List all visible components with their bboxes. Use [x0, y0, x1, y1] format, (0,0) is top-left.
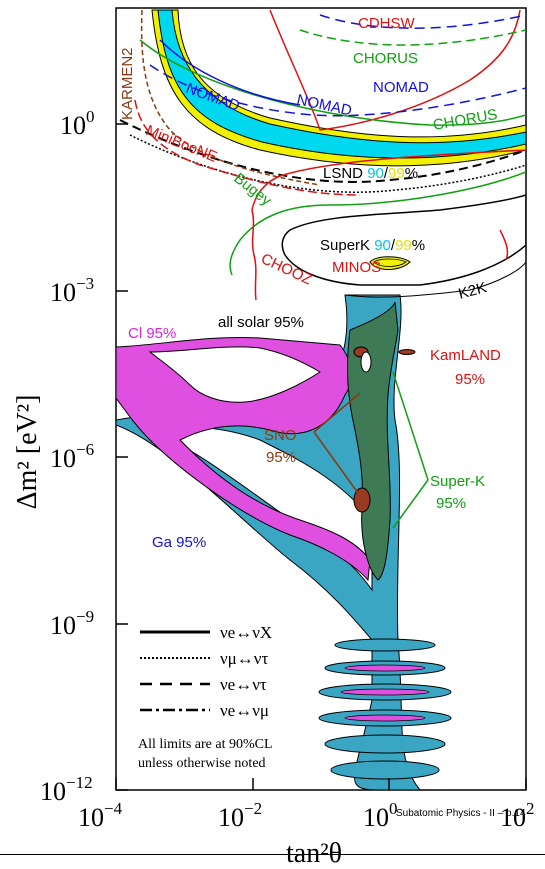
contour-miniboone [134, 99, 361, 196]
y-ticks [116, 123, 128, 791]
contour-superk [281, 194, 526, 286]
label-superk-solar-cl: 95% [436, 495, 466, 512]
contour-k2k [344, 261, 526, 298]
label-superk-solar: Super-K [430, 473, 485, 490]
y-tick-label: 10−6 [50, 440, 94, 473]
contour-black-dashed [119, 119, 526, 183]
region-kamland-2 [398, 349, 416, 355]
arrow-sno-2 [313, 431, 359, 494]
contour-nomad-3 [159, 39, 301, 106]
label-sno-cl: 95% [266, 449, 296, 466]
label-kamland-cl: 95% [455, 371, 485, 388]
slide-footer: Subatomic Physics - II – p.14 [396, 808, 526, 819]
arrow-superk-2 [392, 479, 429, 529]
arrow-superk-1 [392, 371, 429, 481]
label-karmen2: KARMEN2 [119, 47, 136, 120]
contour-nomad-1 [319, 14, 526, 29]
label-nomad: NOMAD [373, 79, 429, 96]
contour-nomad-2 [149, 64, 526, 117]
region-lsnd-90 [157, 9, 526, 159]
label-chlorine: Cl 95% [128, 325, 176, 342]
x-ticks [115, 778, 527, 790]
legend: νe↔νX νμ↔ντ νe↔ντ νe↔νμ [140, 623, 272, 720]
label-cdhsw: CDHSW [358, 15, 416, 32]
y-tick-label: 10−12 [40, 773, 93, 806]
x-axis-title: tan²θ [286, 838, 342, 869]
x-tick-label: 10−2 [218, 799, 262, 832]
contour-bugey [229, 171, 526, 276]
label-kamland: KamLAND [430, 347, 501, 364]
label-k2k: K2K [457, 279, 489, 303]
x-tick-labels: 10−4 10−2 100 102 [78, 799, 535, 832]
cl-islands [340, 664, 430, 722]
y-tick-labels: 100 10−3 10−6 10−9 10−12 [40, 107, 95, 806]
label-lsnd: LSND 90/99% [323, 165, 418, 182]
contour-chorus-2 [139, 39, 526, 126]
label-chorus: CHORUS [353, 50, 418, 67]
region-solar [347, 301, 399, 581]
x-tick-label: 10−4 [78, 799, 123, 832]
label-ga: Ga 95% [152, 534, 206, 551]
label-minos: MINOS [332, 259, 381, 276]
solar-white-spot [360, 351, 372, 373]
label-sno: SNO [264, 427, 297, 444]
region-sno [353, 487, 371, 513]
y-tick-label: 10−3 [50, 274, 94, 307]
legend-label: νe↔νX [220, 623, 272, 642]
y-axis-title: Δm² [eV²] [12, 395, 43, 510]
contour-chooz [251, 149, 526, 301]
region-chlorine-hole [148, 346, 321, 403]
contour-cdhsw [269, 9, 521, 131]
region-ga-hole [148, 426, 373, 592]
label-all-solar: all solar 95% [218, 314, 304, 331]
x-tick-label: 100 [363, 799, 398, 832]
contour-karmen2 [140, 9, 321, 186]
y-tick-label: 100 [60, 107, 95, 140]
label-superk-atm: SuperK 90/99% [320, 237, 425, 254]
footer-divider [0, 854, 545, 855]
note-line-2: unless otherwise noted [138, 756, 266, 771]
arrow-sno-1 [313, 392, 361, 433]
note-line-1: All limits are at 90%CL [138, 737, 273, 752]
x-tick-label: 102 [500, 799, 535, 832]
contour-chorus-1 [299, 29, 526, 46]
legend-label: νe↔νμ [220, 701, 269, 720]
y-tick-label: 10−9 [50, 607, 94, 640]
legend-label: νμ↔ντ [220, 649, 268, 668]
legend-label: νe↔ντ [220, 675, 267, 694]
